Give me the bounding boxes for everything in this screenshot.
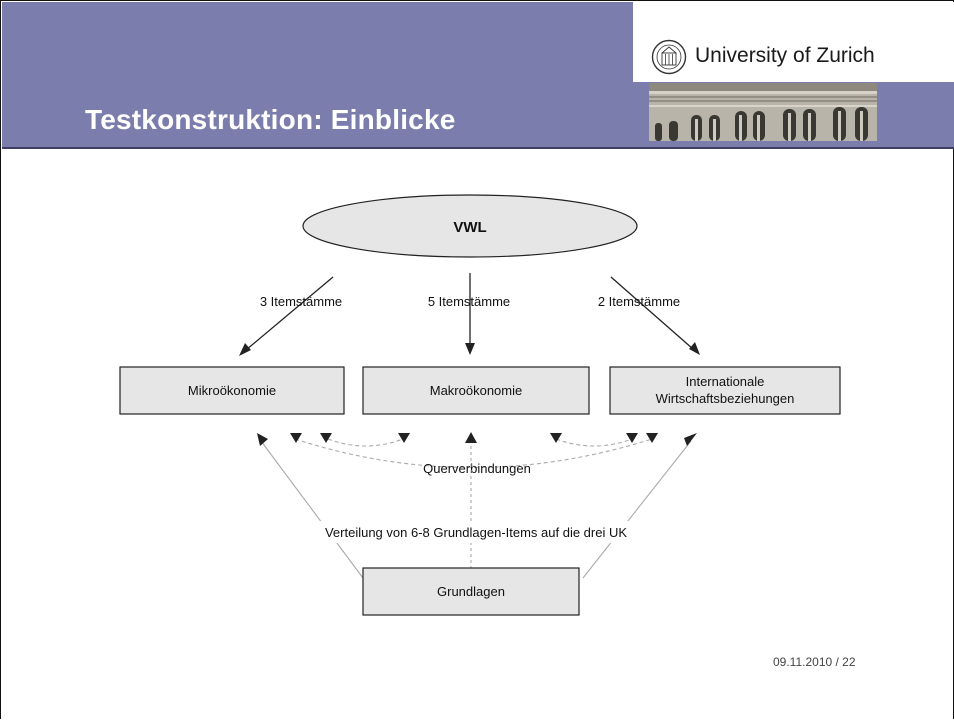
cross-links-label: Querverbindungen — [423, 461, 531, 476]
box-makrooekonomie-label: Makroökonomie — [430, 383, 523, 398]
count-mikro: 3 Itemstämme — [260, 294, 342, 309]
base-connectors — [260, 440, 692, 579]
box-grundlagen — [362, 567, 580, 616]
box-mikrooekonomie-label: Mikroökonomie — [188, 383, 276, 398]
distribution-label: Verteilung von 6-8 Grundlagen-Items auf … — [325, 525, 627, 540]
footer-date-page: 09.11.2010 / 22 — [773, 655, 856, 669]
root-node-label: VWL — [453, 219, 486, 236]
box-mikrooekonomie — [119, 366, 345, 415]
university-name: University of Zurich — [695, 44, 875, 67]
cross-link-curves — [294, 438, 653, 469]
base-arrowheads — [257, 432, 697, 446]
logo-panel — [633, 2, 954, 82]
arrowhead-international — [689, 342, 700, 355]
box-grundlagen-label: Grundlagen — [437, 584, 505, 599]
header-divider — [2, 147, 954, 149]
slide-title: Testkonstruktion: Einblicke — [85, 104, 456, 135]
arrow-root-to-international — [610, 276, 694, 350]
university-seal-icon — [651, 39, 687, 75]
arrowhead-makro — [465, 343, 475, 355]
arrowhead-mikro — [239, 343, 251, 356]
university-building-image — [649, 83, 877, 141]
box-international-label-1: Internationale — [686, 374, 765, 389]
count-international: 2 Itemstämme — [598, 294, 680, 309]
distribution-label-bg — [269, 521, 683, 543]
count-makro: 5 Itemstämme — [428, 294, 510, 309]
root-node — [302, 194, 638, 258]
box-international — [609, 366, 841, 415]
cross-link-arrowheads — [290, 433, 658, 443]
box-makrooekonomie — [362, 366, 590, 415]
arrow-root-to-mikro — [245, 276, 334, 351]
box-international-label-2: Wirtschaftsbeziehungen — [656, 391, 795, 406]
